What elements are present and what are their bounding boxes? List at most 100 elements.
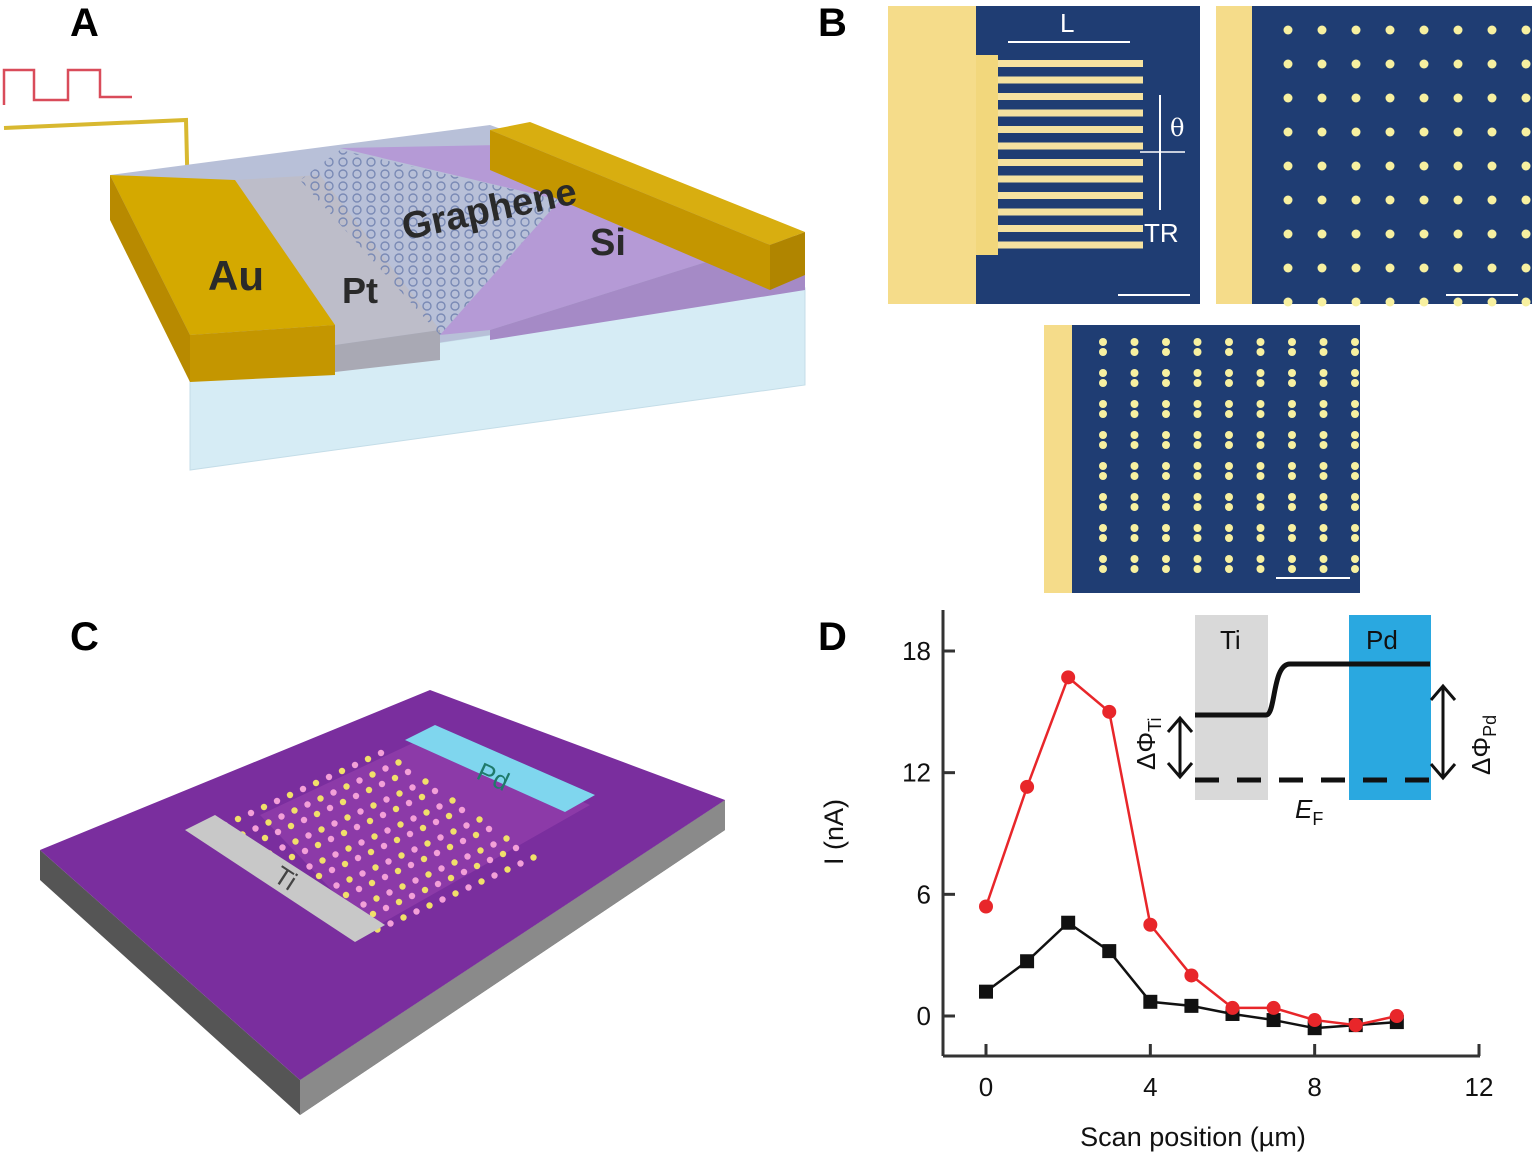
nanodot bbox=[1453, 297, 1463, 307]
nanodot bbox=[1162, 524, 1170, 532]
pd-contact bbox=[405, 725, 595, 812]
lattice-atom bbox=[378, 780, 386, 788]
nanodot bbox=[1225, 431, 1233, 439]
nanodot bbox=[1521, 263, 1531, 273]
lattice-atom bbox=[421, 886, 429, 894]
lattice-atom bbox=[331, 820, 338, 827]
au-electrode-left bbox=[110, 175, 335, 335]
lattice-atom bbox=[353, 823, 361, 831]
lattice-atom bbox=[384, 827, 391, 834]
red-circles-point bbox=[1020, 779, 1035, 794]
nanodot bbox=[1453, 229, 1463, 239]
si-label: Si bbox=[590, 222, 626, 264]
lattice-atom bbox=[364, 755, 372, 763]
nanodot bbox=[1130, 534, 1139, 542]
nanodot bbox=[1256, 348, 1265, 356]
nanodot bbox=[1521, 161, 1531, 171]
nanodot bbox=[1385, 25, 1395, 35]
electrode-finger bbox=[998, 192, 1143, 199]
nanodot bbox=[1099, 338, 1107, 346]
lattice-atom bbox=[313, 810, 321, 818]
red-circles-point bbox=[979, 899, 993, 914]
nanodot bbox=[1317, 297, 1327, 307]
graphene-sheet bbox=[300, 150, 560, 335]
lattice-atom bbox=[437, 834, 444, 841]
electrode-finger bbox=[998, 175, 1143, 183]
lattice-atom bbox=[355, 885, 363, 893]
nanodot bbox=[1099, 369, 1107, 377]
delta-phi-ti-arrow bbox=[1166, 715, 1194, 780]
lattice-atom bbox=[288, 853, 296, 861]
nanodot bbox=[1256, 462, 1265, 470]
lattice-atom bbox=[273, 797, 281, 805]
lattice-atom bbox=[393, 836, 401, 844]
nanodot bbox=[1319, 462, 1328, 470]
nanodot bbox=[1317, 229, 1327, 239]
black-squares-point bbox=[1266, 1013, 1281, 1028]
nanodot bbox=[1521, 25, 1531, 35]
red-circles-point bbox=[1184, 968, 1199, 983]
lattice-atom bbox=[411, 846, 418, 853]
nanodot bbox=[1521, 297, 1531, 307]
nanodot bbox=[1162, 379, 1170, 387]
nanodot bbox=[1288, 431, 1296, 439]
lattice-atom bbox=[405, 799, 413, 807]
nanodot bbox=[1351, 565, 1359, 573]
x-tick-label: 12 bbox=[1465, 1072, 1494, 1102]
lattice-atom bbox=[344, 814, 351, 821]
lattice-atom bbox=[306, 863, 313, 870]
nanodot bbox=[1317, 93, 1327, 103]
nanodot bbox=[1193, 338, 1202, 346]
lattice-atom bbox=[485, 825, 493, 833]
nanodot bbox=[1130, 524, 1139, 532]
lattice-atom bbox=[247, 809, 255, 817]
nanodot bbox=[1193, 472, 1202, 480]
panel-c: C Pd Ti bbox=[40, 615, 725, 1115]
electrode-finger bbox=[998, 93, 1143, 100]
nanodot bbox=[1225, 493, 1233, 501]
nanodot bbox=[1351, 369, 1359, 377]
nanodot bbox=[1351, 410, 1359, 418]
lattice-atom bbox=[476, 816, 483, 823]
nanodot bbox=[1256, 534, 1265, 542]
nanodot bbox=[1419, 93, 1429, 103]
lattice-atom bbox=[318, 826, 325, 833]
lattice-atom bbox=[381, 873, 389, 881]
nanodot bbox=[1351, 493, 1359, 501]
lattice-atom bbox=[332, 851, 339, 858]
nanodot bbox=[1130, 555, 1139, 563]
nanodot bbox=[1162, 462, 1170, 470]
lattice-atom bbox=[407, 861, 415, 869]
nanodot bbox=[1288, 441, 1296, 449]
electrode-finger bbox=[998, 76, 1143, 84]
nanodot bbox=[1288, 462, 1296, 470]
lattice-atom bbox=[274, 828, 282, 836]
nanodot bbox=[1193, 400, 1202, 408]
nanodot bbox=[1385, 229, 1395, 239]
nanodot bbox=[1487, 229, 1497, 239]
x-tick-label: 8 bbox=[1307, 1072, 1321, 1102]
y-tick-label: 12 bbox=[902, 758, 931, 788]
nanodot bbox=[1193, 493, 1202, 501]
angle-label: θ bbox=[1170, 114, 1184, 142]
lattice-atom bbox=[260, 803, 268, 811]
nanodot bbox=[1130, 462, 1139, 470]
nanodot bbox=[1319, 369, 1328, 377]
nanodot bbox=[1099, 503, 1107, 511]
lattice-atom bbox=[419, 824, 427, 832]
x-tick-label: 0 bbox=[979, 1072, 993, 1102]
lattice-atom bbox=[424, 840, 431, 847]
lattice-atom bbox=[396, 790, 403, 797]
nanodot bbox=[1162, 338, 1170, 346]
nanodot bbox=[1319, 503, 1328, 511]
nanodot bbox=[1225, 565, 1233, 573]
lattice-atom bbox=[383, 796, 390, 803]
lattice-atom bbox=[432, 818, 440, 826]
lattice-atom bbox=[369, 910, 377, 918]
fermi-level-label: EF bbox=[1295, 794, 1323, 829]
lattice-atom bbox=[261, 834, 269, 842]
nanodot bbox=[1351, 400, 1359, 408]
lattice-atom bbox=[292, 838, 299, 845]
nanodot bbox=[1256, 369, 1265, 377]
nanodot bbox=[1256, 379, 1265, 387]
